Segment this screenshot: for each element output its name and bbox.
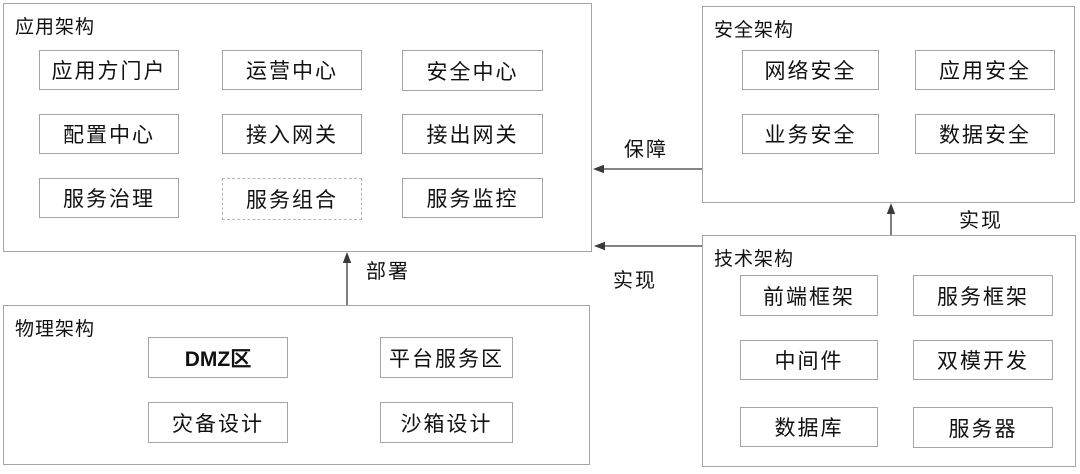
application-architecture-title: 应用架构 bbox=[15, 17, 96, 38]
node-application-portal: 应用方门户 bbox=[39, 50, 179, 90]
technology-architecture-title: 技术架构 bbox=[714, 249, 795, 270]
node-service-framework: 服务框架 bbox=[913, 275, 1053, 316]
node-security-center: 安全中心 bbox=[402, 50, 543, 91]
realize-to-application-edge-label: 实现 bbox=[613, 270, 657, 292]
realize-to-security-arrow bbox=[886, 203, 896, 235]
node-operation-center: 运营中心 bbox=[222, 50, 362, 90]
guarantee-edge-label: 保障 bbox=[624, 139, 668, 161]
node-frontend-framework: 前端框架 bbox=[740, 275, 878, 316]
node-service-governance: 服务治理 bbox=[39, 178, 179, 218]
node-sandbox-design: 沙箱设计 bbox=[380, 402, 513, 443]
deploy-arrow bbox=[342, 252, 352, 305]
realize-to-security-edge-label: 实现 bbox=[959, 210, 1003, 232]
node-platform-service-zone: 平台服务区 bbox=[380, 337, 513, 378]
physical-architecture-title: 物理架构 bbox=[15, 319, 96, 340]
node-config-center: 配置中心 bbox=[39, 114, 179, 154]
node-dual-mode-development: 双模开发 bbox=[913, 340, 1053, 380]
node-service-composition: 服务组合 bbox=[222, 178, 362, 220]
node-network-security: 网络安全 bbox=[742, 50, 879, 90]
node-server: 服务器 bbox=[913, 407, 1053, 448]
node-data-security: 数据安全 bbox=[915, 114, 1055, 154]
node-database: 数据库 bbox=[740, 407, 878, 447]
security-architecture-title: 安全架构 bbox=[714, 20, 795, 41]
node-service-monitoring: 服务监控 bbox=[402, 178, 543, 218]
node-application-security: 应用安全 bbox=[915, 50, 1055, 90]
panel-security-architecture: 安全架构 bbox=[702, 6, 1075, 203]
realize-to-application-arrow bbox=[594, 241, 702, 251]
node-inbound-gateway: 接入网关 bbox=[222, 114, 362, 154]
deploy-edge-label: 部署 bbox=[366, 261, 410, 283]
node-middleware: 中间件 bbox=[740, 340, 878, 380]
guarantee-arrow bbox=[593, 164, 702, 174]
node-business-security: 业务安全 bbox=[742, 114, 879, 154]
node-outbound-gateway: 接出网关 bbox=[402, 114, 543, 154]
node-dmz-zone: DMZ区 bbox=[148, 337, 288, 378]
node-disaster-recovery-design: 灾备设计 bbox=[148, 402, 288, 443]
